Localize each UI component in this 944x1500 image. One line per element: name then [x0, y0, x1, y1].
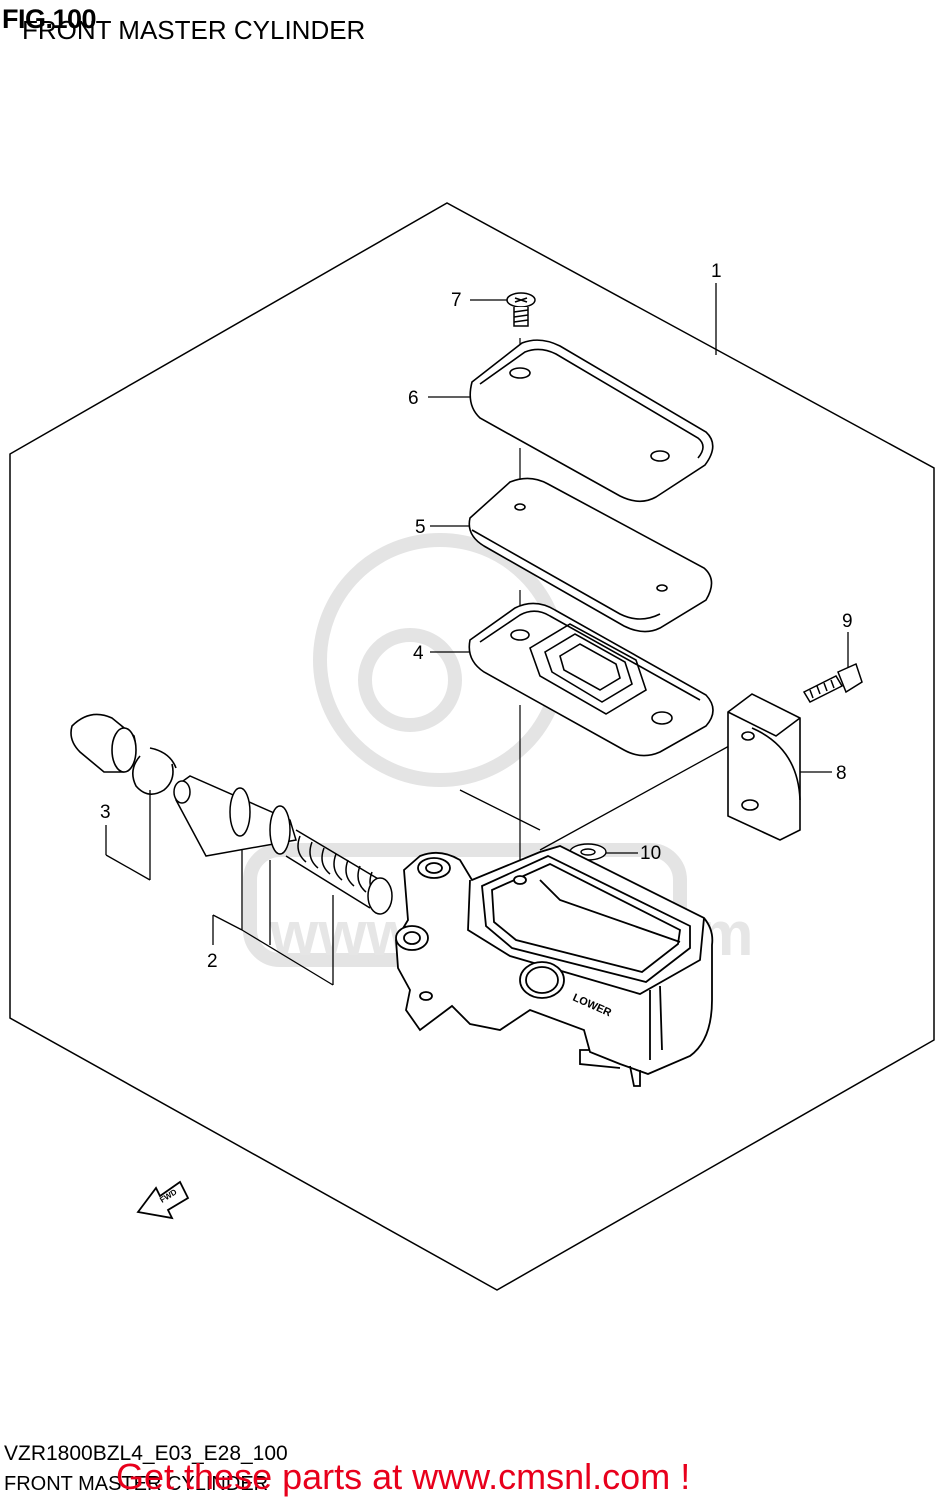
assembly-frame	[9, 202, 935, 1291]
footer-section-name: FRONT MASTER CYLINDER	[4, 1473, 269, 1495]
callout-8: 8	[836, 763, 847, 784]
footer-model-code: VZR1800BZL4_E03_E28_100	[4, 1442, 288, 1465]
callout-4: 4	[413, 643, 424, 664]
callout-3: 3	[100, 802, 111, 823]
part-3-boot-circlip	[70, 713, 177, 795]
fwd-arrow: FWD	[136, 1180, 190, 1220]
part-8-clamp	[727, 693, 801, 841]
callout-9: 9	[842, 611, 853, 632]
part-6-cap	[469, 339, 714, 503]
callout-10: 10	[640, 843, 661, 864]
leader-lines	[105, 283, 849, 986]
part-1-master-cylinder-body	[395, 845, 714, 1087]
part-4-gasket-plate	[468, 602, 714, 757]
promo-link[interactable]: Get these parts at www.cmsnl.com !	[116, 1456, 691, 1497]
callout-2: 2	[207, 951, 218, 972]
part-2-piston-spring	[173, 775, 393, 915]
callout-1: 1	[711, 261, 722, 282]
figure-number: FIG.100	[2, 4, 97, 34]
callout-7: 7	[451, 290, 462, 311]
figure-subtitle: FRONT MASTER CYLINDER	[22, 15, 366, 45]
part-9-bolt	[802, 662, 863, 703]
part-7-screw	[506, 292, 536, 327]
part-5-diaphragm	[468, 477, 713, 633]
callout-5: 5	[415, 517, 426, 538]
callout-labels: 1 2 3 4 5 6 7 8 9 10	[100, 261, 853, 972]
callout-6: 6	[408, 388, 419, 409]
